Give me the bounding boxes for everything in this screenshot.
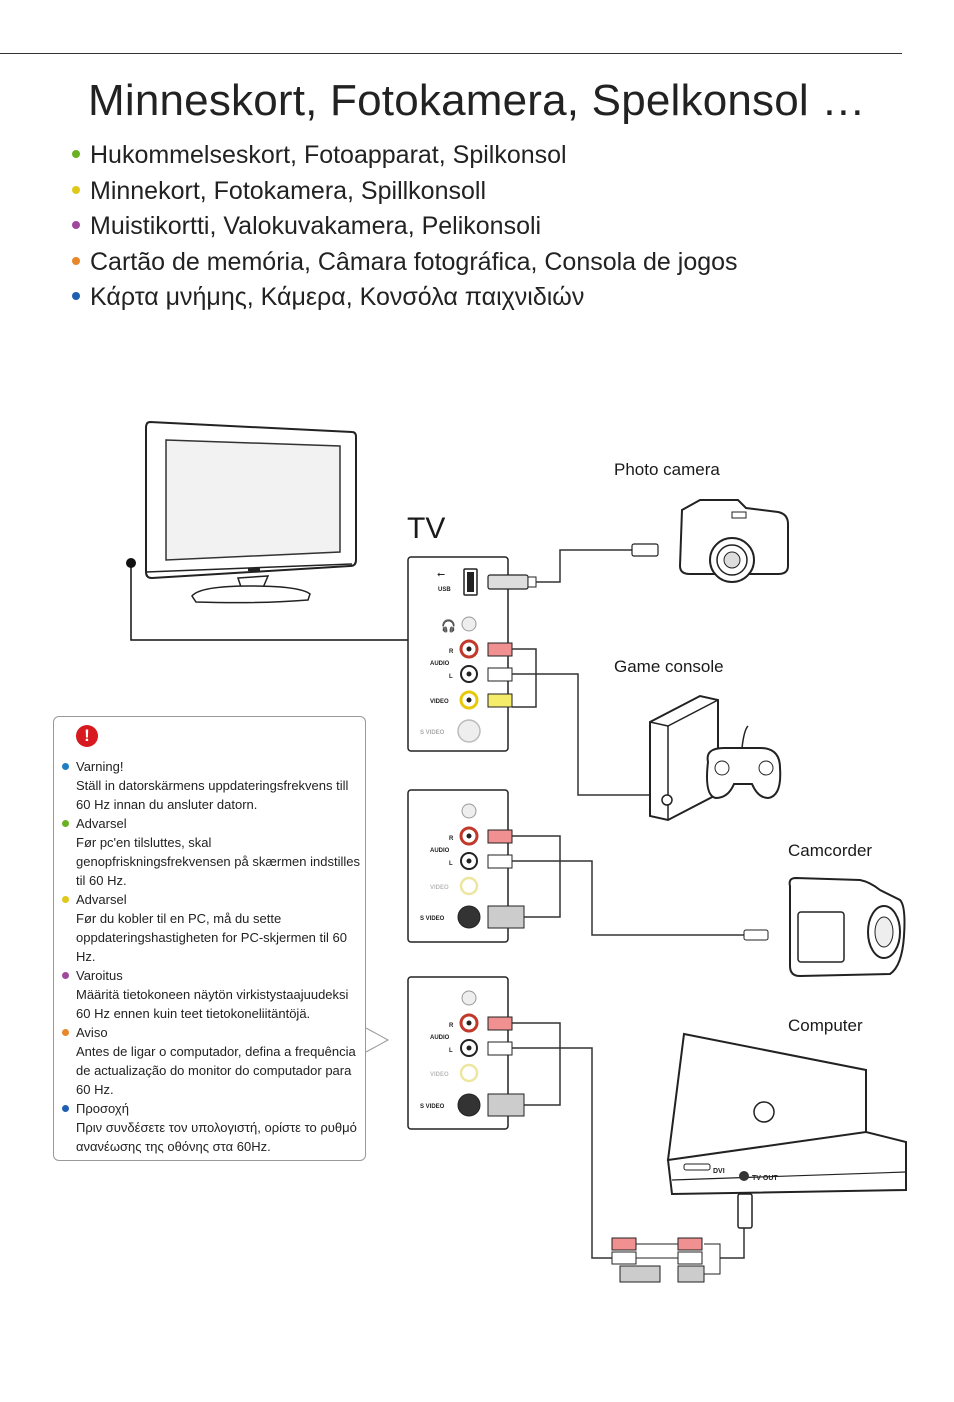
svg-text:VIDEO: VIDEO: [430, 885, 449, 891]
warning-item: Varning!Ställ in datorskärmens uppdateri…: [62, 757, 366, 814]
exclamation-icon: !: [76, 725, 98, 747]
computer-icon: DVI TV OUT: [666, 1032, 907, 1229]
svg-text:R: R: [449, 649, 454, 655]
bullet-icon: [62, 820, 69, 827]
bullet-icon: [62, 1105, 69, 1112]
adapter-cable: [611, 1237, 721, 1283]
dvi-port-label: DVI: [713, 1168, 725, 1175]
game-console-icon: [649, 694, 782, 822]
photo-camera-icon: [678, 499, 789, 583]
camcorder-label: Camcorder: [788, 841, 872, 860]
warning-list: Varning!Ställ in datorskärmens uppdateri…: [62, 757, 366, 1156]
svg-text:🎧: 🎧: [441, 619, 456, 633]
bullet-icon: [62, 896, 69, 903]
svg-text:VIDEO: VIDEO: [430, 1072, 449, 1078]
bullet-icon: [62, 1029, 69, 1036]
subtitle-item: Muistikortti, Valokuvakamera, Pelikonsol…: [72, 209, 738, 245]
bullet-icon: [62, 763, 69, 770]
av-panel-computer: R AUDIO L VIDEO S VIDEO: [407, 976, 525, 1130]
subtitle-item: Cartão de memória, Câmara fotográfica, C…: [72, 245, 738, 281]
av-panel-camcorder: R AUDIO L VIDEO S VIDEO: [407, 789, 525, 943]
bullet-icon: [72, 292, 80, 301]
tv-label: TV: [407, 512, 446, 545]
subtitle-item: Κάρτα μνήμης, Κάμερα, Κονσόλα παιχνιδιών: [72, 280, 738, 316]
camcorder-icon: [788, 876, 906, 978]
warning-box: ! Varning!Ställ in datorskärmens uppdate…: [53, 716, 366, 1161]
svg-text:L: L: [449, 861, 453, 867]
svg-text:L: L: [449, 674, 453, 680]
photo-camera-label: Photo camera: [614, 460, 720, 479]
svg-text:R: R: [449, 1023, 454, 1029]
svg-text:AUDIO: AUDIO: [430, 1035, 450, 1041]
top-rule: [0, 53, 902, 54]
cables: [512, 549, 745, 1259]
page-title: Minneskort, Fotokamera, Spelkonsol …: [88, 76, 866, 125]
svg-text:VIDEO: VIDEO: [430, 699, 449, 705]
tv-out-port-label: TV OUT: [752, 1175, 778, 1182]
bullet-icon: [72, 256, 80, 265]
svg-text:R: R: [449, 836, 454, 842]
av-panel-tv: ⭠ USB 🎧 R AUDIO L VIDEO S VIDEO: [407, 556, 537, 752]
svg-text:L: L: [449, 1048, 453, 1054]
bullet-icon: [72, 221, 80, 230]
bullet-icon: [62, 972, 69, 979]
usb-port-label: USB: [438, 587, 451, 593]
bullet-icon: [72, 185, 80, 194]
svg-text:S VIDEO: S VIDEO: [420, 730, 445, 736]
computer-label: Computer: [788, 1016, 863, 1035]
subtitle-item: Minnekort, Fotokamera, Spillkonsoll: [72, 174, 738, 210]
tv-icon: [145, 420, 357, 604]
svg-text:S VIDEO: S VIDEO: [420, 916, 445, 922]
subtitle-list: Hukommelseskort, Fotoapparat, Spilkonsol…: [72, 138, 738, 316]
svg-text:S VIDEO: S VIDEO: [420, 1104, 445, 1110]
svg-text:AUDIO: AUDIO: [430, 848, 450, 854]
game-console-label: Game console: [614, 657, 724, 676]
svg-text:⭠: ⭠: [437, 569, 445, 580]
svg-text:AUDIO: AUDIO: [430, 661, 450, 667]
bullet-icon: [72, 150, 80, 159]
subtitle-item: Hukommelseskort, Fotoapparat, Spilkonsol: [72, 138, 738, 174]
